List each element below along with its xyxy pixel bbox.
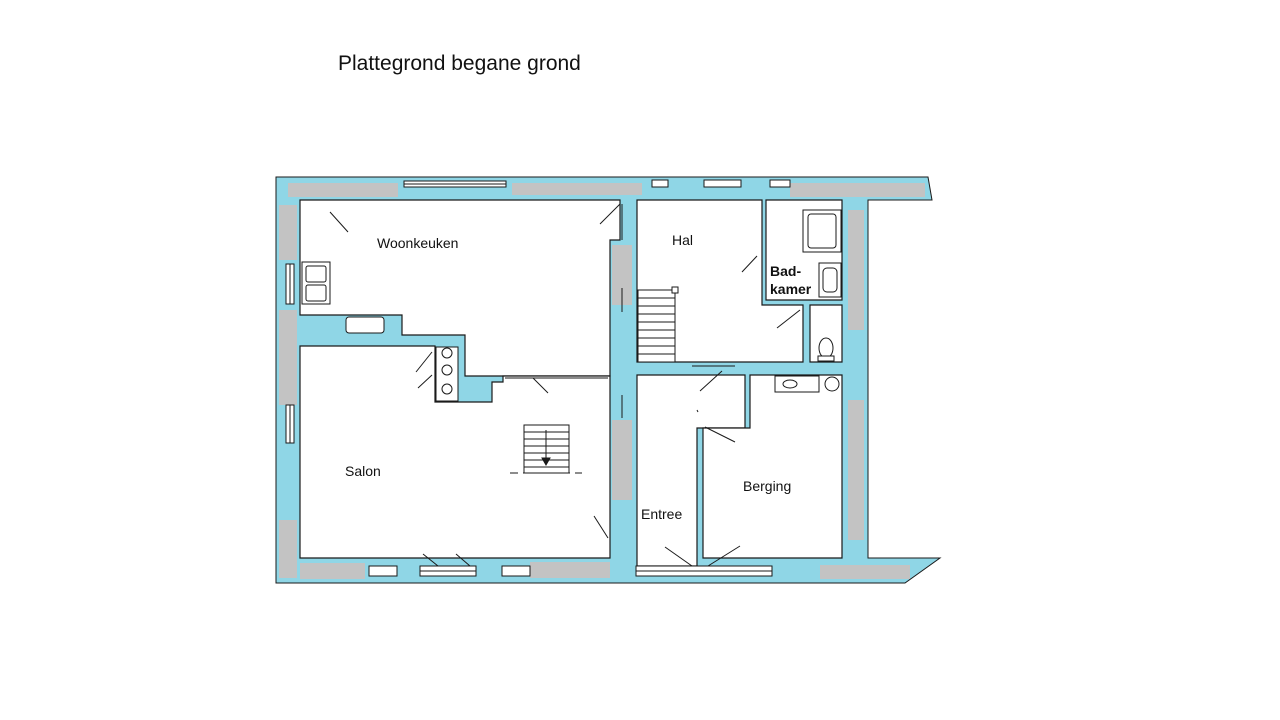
bathroom-fixtures <box>774 209 842 393</box>
label-badkamer-2: kamer <box>770 281 812 297</box>
plan-title: Plattegrond begane grond <box>338 52 581 75</box>
door-swings <box>329 203 804 567</box>
label-berging: Berging <box>743 478 791 494</box>
label-woonkeuken: Woonkeuken <box>377 235 458 251</box>
staircase-salon <box>510 424 582 474</box>
staircase-hal <box>637 286 679 363</box>
label-salon: Salon <box>345 463 381 479</box>
rooms <box>299 199 843 567</box>
room-labels: Woonkeuken Hal Bad- kamer Salon Entree B… <box>345 232 812 522</box>
room-woonkeuken <box>299 199 621 377</box>
room-wc <box>809 304 843 363</box>
room-berging <box>702 374 843 559</box>
label-hal: Hal <box>672 232 693 248</box>
label-badkamer-1: Bad- <box>770 263 801 279</box>
label-entree: Entree <box>641 506 682 522</box>
windows <box>285 179 791 577</box>
room-salon <box>299 345 611 559</box>
kitchen-fixtures <box>301 261 459 402</box>
